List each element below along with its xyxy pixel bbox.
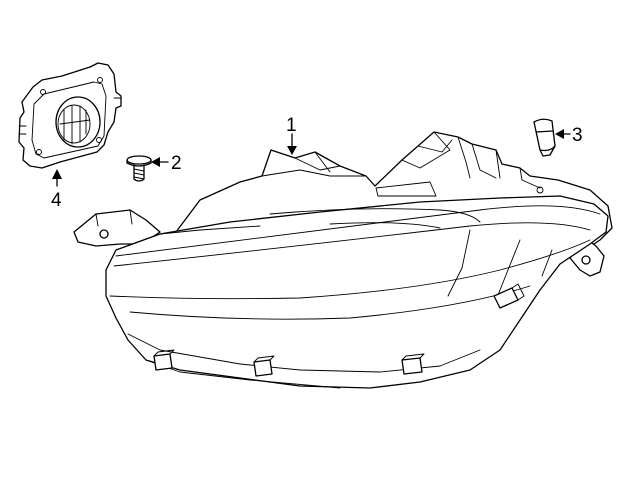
callout-1: 1 bbox=[286, 115, 297, 155]
screw-part[interactable] bbox=[126, 155, 152, 182]
callout-label-1: 1 bbox=[286, 115, 297, 136]
headlamp-assembly-part[interactable] bbox=[73, 131, 613, 389]
callout-2: 2 bbox=[151, 153, 182, 174]
bulb-part[interactable] bbox=[533, 118, 556, 157]
callout-label-4: 4 bbox=[51, 190, 62, 211]
callout-label-2: 2 bbox=[171, 153, 182, 174]
control-module-part[interactable] bbox=[18, 62, 122, 169]
callout-3: 3 bbox=[555, 125, 583, 146]
callout-4: 4 bbox=[51, 169, 62, 211]
callout-label-3: 3 bbox=[572, 125, 583, 146]
